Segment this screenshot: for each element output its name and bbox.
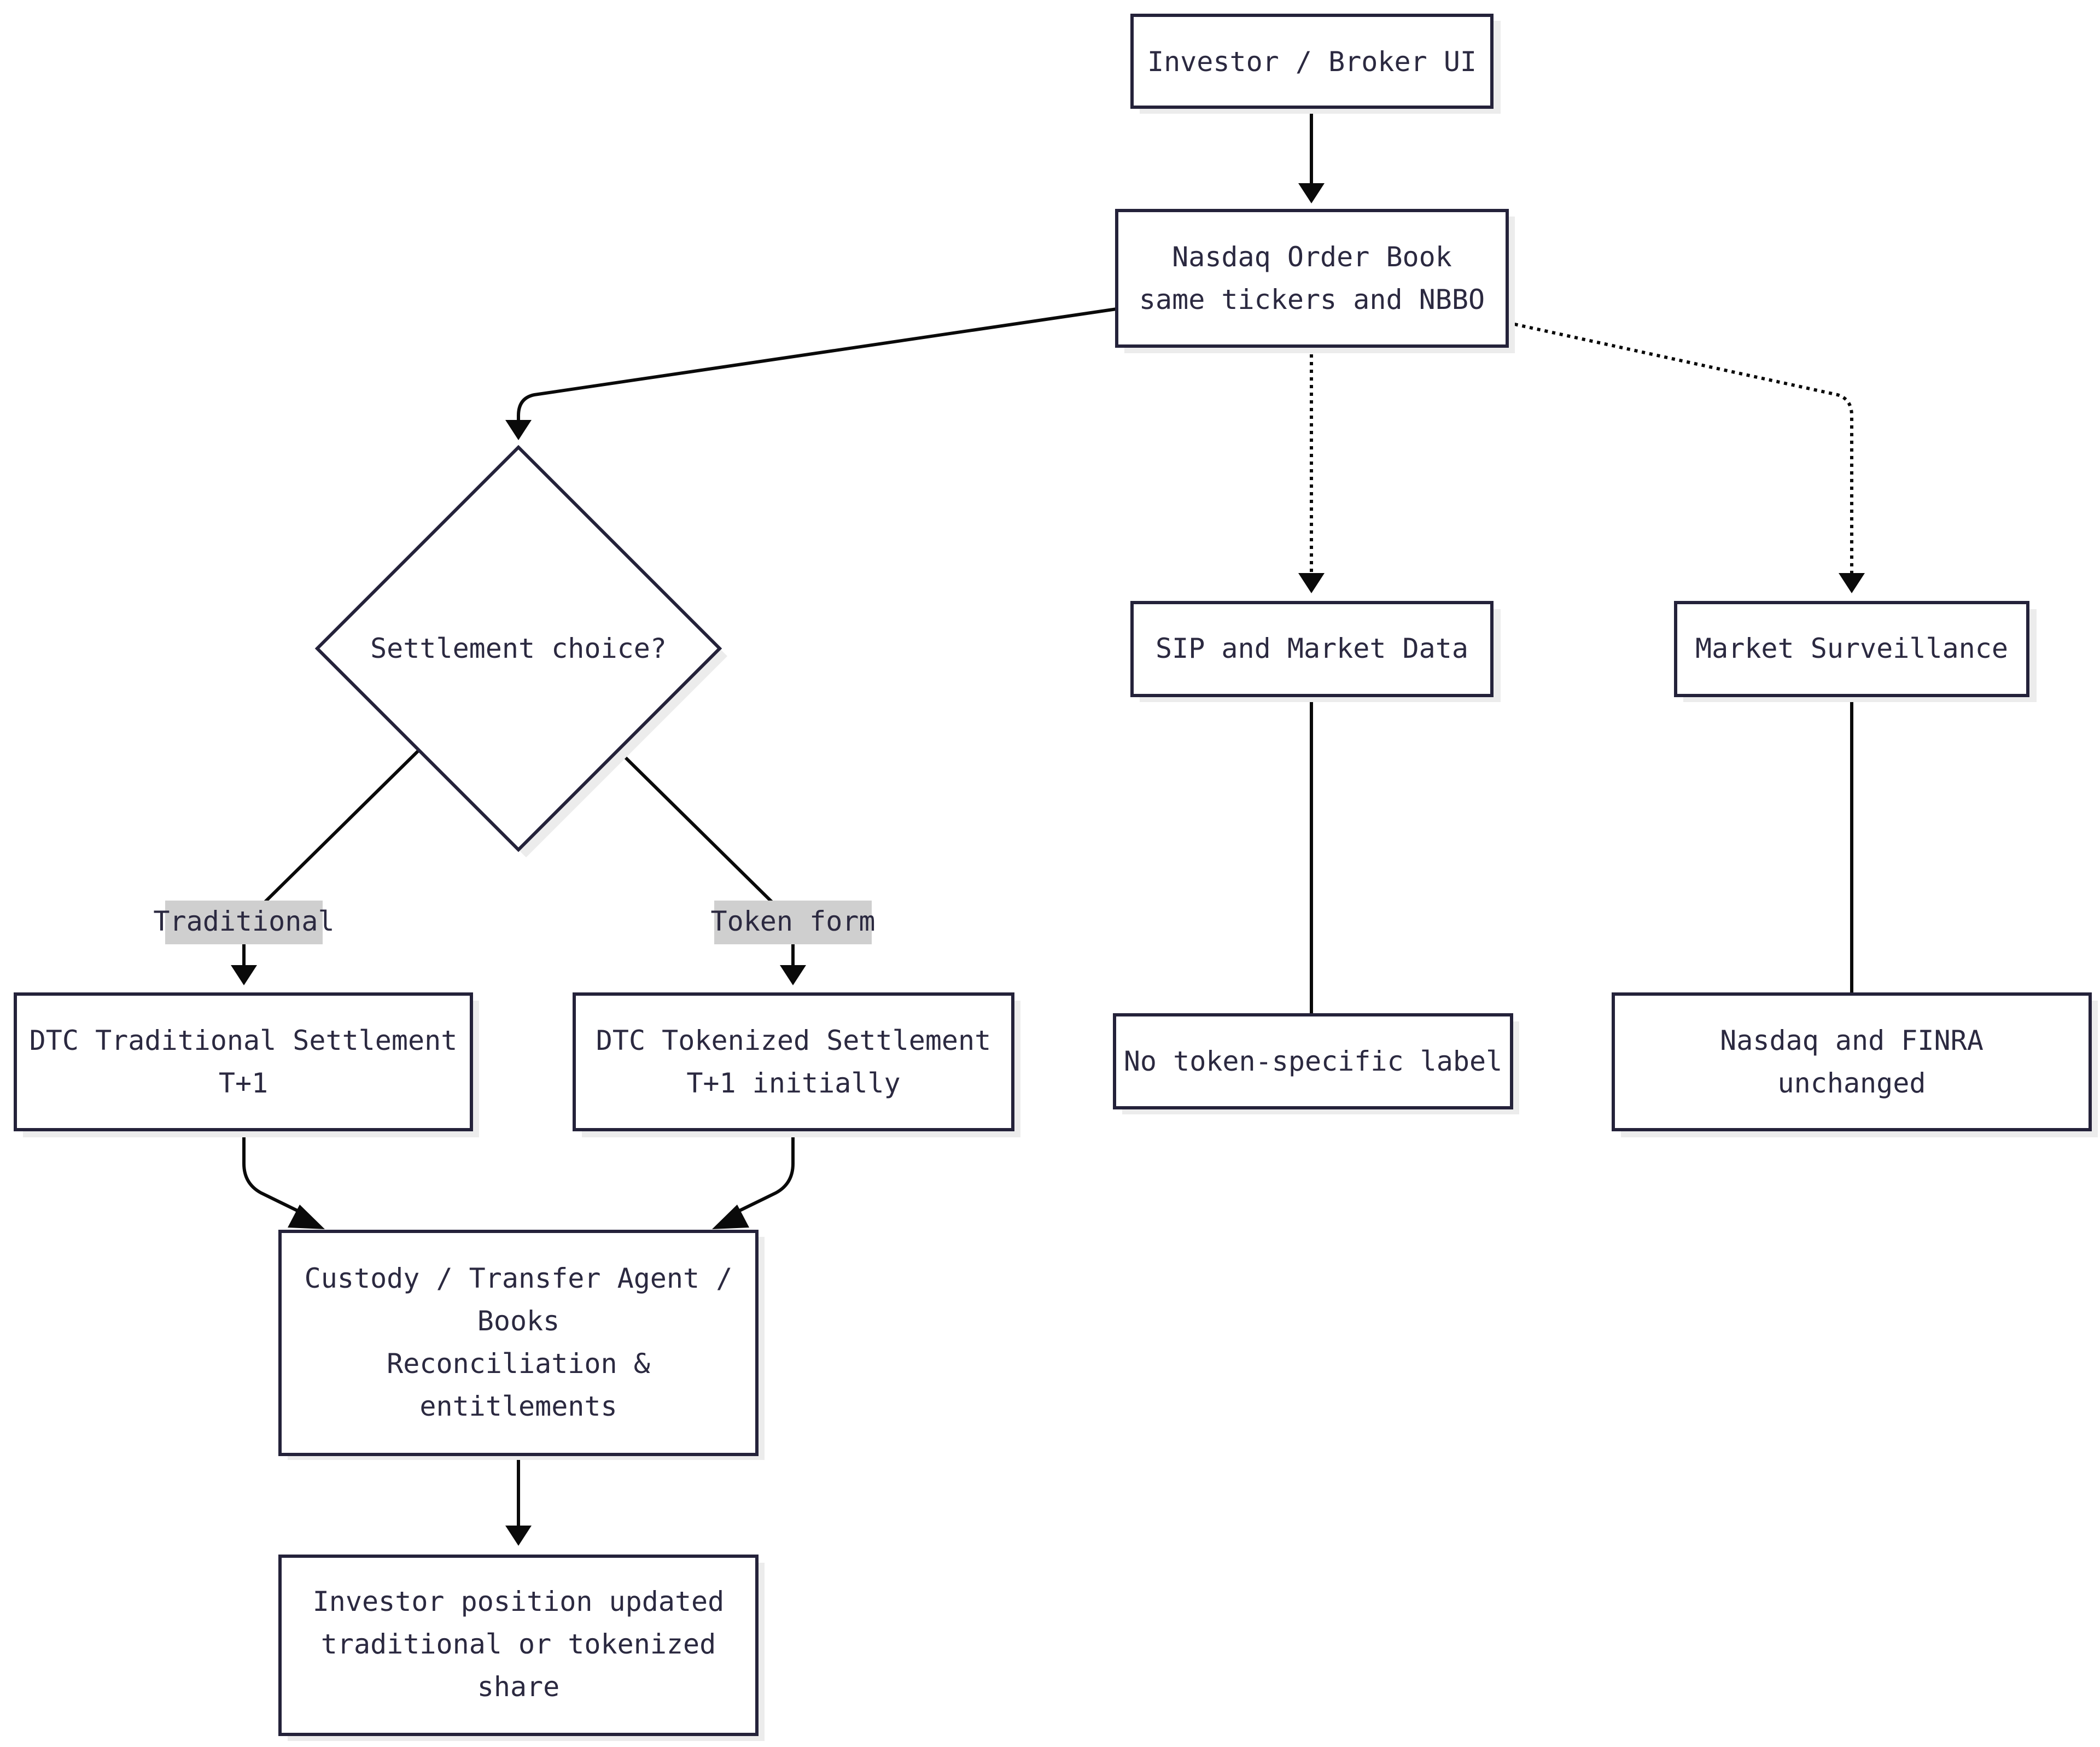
node-nasdaq-order-book-line-2: same tickers and NBBO	[1139, 284, 1485, 315]
edge-settlement-to-traditional	[263, 749, 421, 904]
node-position-line-1: Investor position updated	[313, 1586, 725, 1617]
arrowhead-settlement	[505, 420, 532, 440]
node-position-line-2: traditional or tokenized	[321, 1628, 716, 1660]
node-sip-market-data: SIP and Market Data	[1130, 601, 1501, 702]
node-settlement-choice-label: Settlement choice?	[370, 633, 667, 664]
edge-orderbook-to-surveillance	[1507, 321, 1853, 573]
node-sip-market-data-label: SIP and Market Data	[1156, 633, 1468, 664]
node-settlement-choice: Settlement choice?	[314, 445, 727, 857]
arrowhead-custody-left	[288, 1205, 325, 1229]
arrowhead-position	[505, 1526, 532, 1546]
node-nasdaq-order-book: Nasdaq Order Book same tickers and NBBO	[1115, 209, 1515, 353]
node-market-surveillance-label: Market Surveillance	[1695, 633, 2008, 664]
node-dtc-tokenized-line-1: DTC Tokenized Settlement	[596, 1025, 991, 1056]
node-no-token-specific-label: No token-specific label	[1113, 1013, 1519, 1114]
node-dtc-tokenized-settlement: DTC Tokenized Settlement T+1 initially	[573, 992, 1020, 1137]
node-investor-position-updated: Investor position updated traditional or…	[278, 1555, 765, 1741]
edge-dtctokenized-to-custody	[730, 1130, 795, 1217]
node-dtc-traditional-settlement: DTC Traditional Settlement T+1	[14, 992, 479, 1137]
arrowhead-orderbook	[1298, 183, 1325, 203]
edge-label-token-form-text: Token form	[710, 905, 875, 937]
node-nasdaq-order-book-line-1: Nasdaq Order Book	[1172, 241, 1452, 273]
node-investor-broker-ui: Investor / Broker UI	[1130, 14, 1501, 114]
node-custody-line-4: entitlements	[419, 1390, 617, 1422]
node-dtc-traditional-line-1: DTC Traditional Settlement	[30, 1025, 458, 1056]
edge-label-token-form: Token form	[710, 901, 876, 944]
arrowhead-surveillance	[1839, 573, 1865, 593]
node-position-line-3: share	[477, 1671, 560, 1703]
edge-dtctraditional-to-custody	[242, 1130, 307, 1217]
node-custody-line-2: Books	[477, 1305, 560, 1337]
arrowhead-sip	[1298, 573, 1325, 593]
node-dtc-traditional-line-2: T+1	[219, 1067, 268, 1099]
node-nasdaq-finra-line-1: Nasdaq and FINRA	[1720, 1025, 1984, 1056]
edge-settlement-to-tokenform	[616, 749, 774, 904]
node-custody-line-3: Reconciliation &	[387, 1348, 650, 1380]
node-custody-transfer-agent: Custody / Transfer Agent / Books Reconci…	[278, 1230, 765, 1460]
edge-label-traditional-text: Traditional	[153, 905, 334, 937]
node-dtc-tokenized-line-2: T+1 initially	[686, 1067, 900, 1099]
node-no-token-specific-label-text: No token-specific label	[1124, 1045, 1502, 1077]
arrowhead-dtc-tokenized	[780, 965, 806, 985]
node-market-surveillance: Market Surveillance	[1674, 601, 2037, 702]
node-investor-broker-ui-label: Investor / Broker UI	[1147, 46, 1477, 78]
edge-label-traditional: Traditional	[153, 901, 335, 944]
arrowhead-dtc-traditional	[231, 965, 257, 985]
node-custody-line-1: Custody / Transfer Agent /	[305, 1263, 733, 1294]
edges	[231, 109, 1865, 1546]
edge-orderbook-to-settlement	[517, 307, 1117, 420]
node-nasdaq-finra-line-2: unchanged	[1778, 1067, 1926, 1099]
arrowhead-custody-right	[712, 1205, 749, 1229]
node-nasdaq-finra: Nasdaq and FINRA unchanged	[1612, 992, 2098, 1137]
